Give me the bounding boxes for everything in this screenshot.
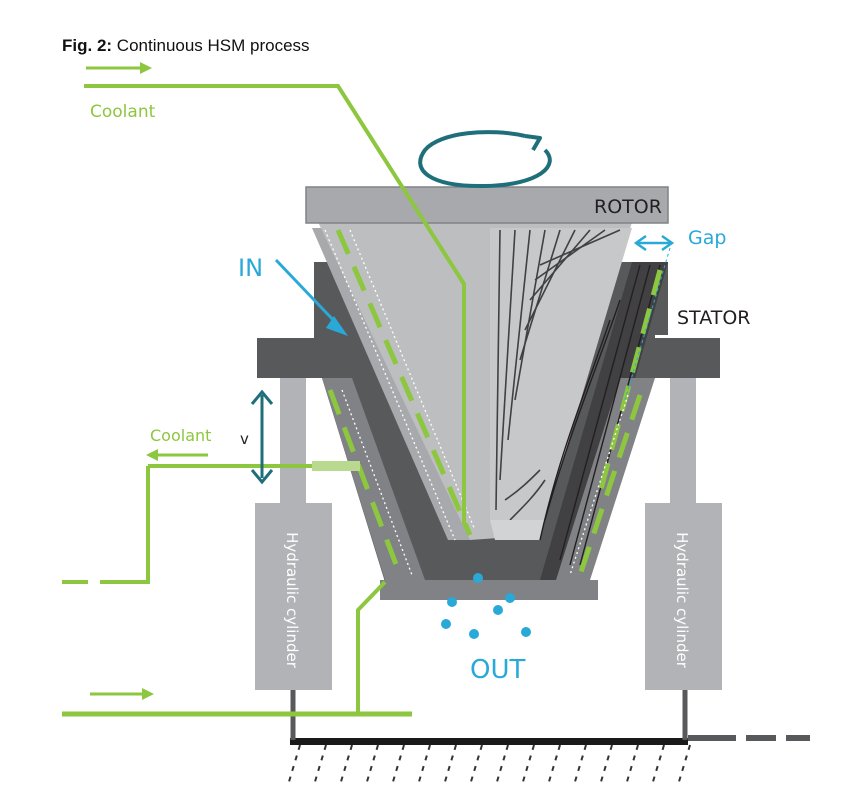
rotor-tip bbox=[490, 520, 545, 540]
rotor-label: ROTOR bbox=[594, 196, 662, 218]
stator-bottom-plate bbox=[380, 580, 598, 600]
figure-title: Continuous HSM process bbox=[116, 36, 310, 55]
figure-caption: Fig. 2: Continuous HSM process bbox=[62, 36, 310, 56]
ground-hatch-icon bbox=[287, 744, 691, 786]
output-particles bbox=[441, 573, 531, 639]
in-arrow-icon bbox=[274, 258, 348, 336]
rotor-groove-region bbox=[490, 228, 632, 520]
v-label: v bbox=[240, 430, 249, 448]
hydraulic-cylinder-left-label: Hydraulic cylinder bbox=[283, 532, 301, 669]
coolant-arrow-bottom-icon bbox=[90, 688, 154, 700]
rotor-grooves bbox=[495, 229, 621, 521]
stator-lower-left-wall bbox=[322, 378, 425, 580]
channel-dotted-lines bbox=[324, 229, 629, 576]
coolant-top-label: Coolant bbox=[90, 102, 156, 122]
rotation-arrow-icon bbox=[418, 130, 552, 189]
coolant-channel-dashes bbox=[327, 229, 663, 576]
stator-label: STATOR bbox=[677, 307, 750, 329]
coolant-pipe-middle-down bbox=[100, 466, 150, 584]
coolant-arrow-mid-icon bbox=[146, 449, 208, 461]
cylinder-rod-left bbox=[280, 375, 306, 505]
gap-double-arrow-icon bbox=[633, 234, 675, 252]
coolant-pipe-connector bbox=[312, 461, 360, 471]
stator-mount-right bbox=[652, 338, 720, 378]
hydraulic-cylinder-left bbox=[255, 503, 332, 690]
coolant-mid-label: Coolant bbox=[150, 426, 211, 445]
stator-inner-wall-left bbox=[312, 228, 470, 540]
rotor-plate bbox=[305, 186, 669, 224]
figure-label: Fig. 2: bbox=[62, 36, 113, 55]
gap-label: Gap bbox=[688, 227, 726, 249]
hydraulic-cylinder-right-label: Hydraulic cylinder bbox=[673, 532, 691, 669]
gap-guide-line bbox=[624, 247, 671, 401]
stator-inner-wall-right bbox=[540, 262, 668, 580]
coolant-arrow-icon bbox=[86, 62, 152, 74]
stator-mount-left bbox=[257, 338, 325, 378]
in-label: IN bbox=[238, 254, 263, 282]
vertical-double-arrow-icon bbox=[250, 389, 274, 485]
out-label: OUT bbox=[470, 655, 525, 685]
cylinder-rod-right bbox=[670, 375, 696, 505]
base-plate bbox=[290, 738, 688, 745]
coolant-pipe-bottom-riser bbox=[356, 580, 387, 714]
coolant-pipe-top bbox=[84, 84, 466, 525]
hydraulic-cylinder-right bbox=[645, 503, 722, 690]
